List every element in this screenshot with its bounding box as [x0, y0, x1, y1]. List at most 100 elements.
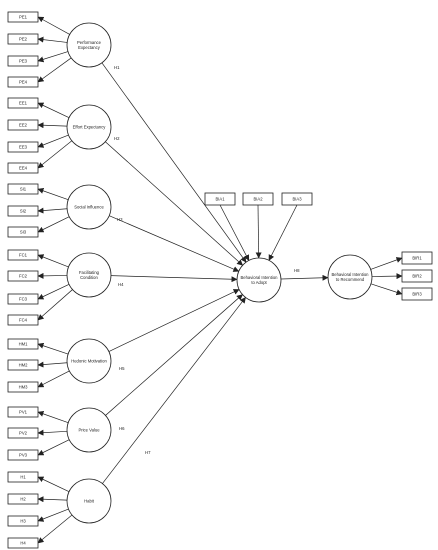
fc-construct-ellipse	[66, 252, 112, 298]
indicator-box-bia3	[281, 192, 313, 206]
bia-path-to-bir	[280, 274, 329, 281]
indicator-box-h3	[7, 515, 39, 527]
bir-construct-label-line: Behavioral Intention	[331, 272, 369, 277]
indicator-box-si3	[7, 226, 39, 238]
fc-construct-loading-arrow-fc1	[37, 254, 69, 268]
fc-construct-path-to-bia	[110, 275, 238, 283]
hypothesis-label-h8: H8	[294, 268, 300, 273]
indicator-label-pv1: PV1	[19, 410, 28, 415]
indicator-label-si3: SI3	[20, 230, 27, 235]
indicator-label-h3: H3	[20, 519, 26, 524]
hab-construct-loading-arrow-h4	[37, 514, 73, 544]
pv-construct-loading-arrow-pv1	[37, 411, 69, 424]
ee-construct-path-to-bia	[105, 141, 244, 266]
bir-construct-ellipse	[327, 254, 373, 300]
labels-layer: PE1PE2PE3PE4PerformanceExpectancyH1EE1EE…	[19, 15, 423, 546]
pe-construct-loading-arrow-pe4	[37, 57, 72, 83]
nodes-layer	[7, 11, 433, 549]
indicator-box-si2	[7, 205, 39, 217]
indicator-box-fc3	[7, 293, 39, 305]
pe-construct-label-line: Expectancy	[78, 45, 101, 50]
bia-construct-ellipse	[236, 257, 282, 303]
hypothesis-label-h6-pv: H6	[119, 426, 125, 431]
indicator-label-bia2: BIA2	[253, 197, 263, 202]
pe-construct-loading-arrow-pe1	[37, 16, 70, 35]
indicator-label-fc2: FC2	[19, 274, 28, 279]
hab-construct-label-line: Habit	[84, 499, 95, 504]
indicator-box-ee3	[7, 141, 39, 153]
pv-construct-path-to-bia	[105, 294, 243, 416]
indicator-label-pv2: PV2	[19, 431, 28, 436]
bir-indicator-arrow-bir2	[371, 273, 403, 280]
indicator-label-hm1: HM1	[19, 342, 29, 347]
edges-layer	[37, 16, 403, 544]
ee-construct-loading-arrow-ee1	[37, 102, 70, 118]
pv-construct-loading-arrow-pv3	[37, 439, 70, 456]
indicator-label-pe3: PE3	[19, 59, 28, 64]
ee-construct-label-line: Effort Expectancy	[73, 125, 107, 130]
indicator-label-ee1: EE1	[19, 101, 28, 106]
hab-construct-path-to-bia	[102, 297, 246, 484]
fc-construct-loading-arrow-fc4	[37, 289, 73, 321]
indicator-label-hm3: HM3	[19, 385, 29, 390]
hm-construct-ellipse	[66, 338, 112, 384]
indicator-box-si1	[7, 183, 39, 195]
indicator-box-bir3	[401, 287, 433, 301]
hypothesis-label-h7-hab: H7	[145, 450, 151, 455]
indicator-box-pe2	[7, 33, 39, 45]
indicator-label-h2: H2	[20, 497, 26, 502]
indicator-box-ee4	[7, 162, 39, 174]
indicator-label-bir2: BIR2	[412, 274, 422, 279]
pv-construct-loading-arrow-pv2	[37, 429, 68, 436]
pv-construct-ellipse	[66, 407, 112, 453]
fc-construct-loading-arrow-fc3	[37, 284, 70, 300]
fc-construct-label-line: Condition	[80, 275, 98, 280]
pe-construct-ellipse	[66, 22, 112, 68]
indicator-label-bia1: BIA1	[215, 197, 225, 202]
indicator-box-fc1	[7, 249, 39, 261]
indicator-label-si2: SI2	[20, 209, 27, 214]
indicator-box-bia2	[242, 192, 274, 206]
indicator-box-hm2	[7, 359, 39, 371]
indicator-box-hm1	[7, 338, 39, 350]
bir-indicator-arrow-bir3	[370, 283, 403, 296]
hm-construct-path-to-bia	[108, 289, 240, 352]
indicator-box-ee2	[7, 119, 39, 131]
fc-construct-label-line: Facilitating	[79, 270, 100, 275]
indicator-box-pv2	[7, 427, 39, 439]
bir-construct-label-line: to Recommend	[336, 277, 365, 282]
indicator-label-ee3: EE3	[19, 145, 28, 150]
bia-indicator-arrow-bia3	[268, 204, 298, 261]
indicator-label-fc4: FC4	[19, 318, 28, 323]
pv-construct-label-line: Price Value	[78, 428, 100, 433]
bia-construct-label-line: Behavioral Intention	[240, 275, 278, 280]
indicator-label-bia3: BIA3	[292, 197, 302, 202]
si-construct-label-line: Social Influence	[74, 205, 104, 210]
hypothesis-label-h1-pe: H1	[114, 65, 120, 70]
indicator-label-h4: H4	[20, 541, 26, 546]
indicator-box-fc2	[7, 270, 39, 282]
indicator-label-bir1: BIR1	[412, 256, 422, 261]
hab-construct-loading-arrow-h2	[37, 496, 68, 503]
si-construct-path-to-bia	[109, 215, 240, 272]
si-construct-loading-arrow-si3	[37, 216, 70, 233]
indicator-label-si1: SI1	[20, 187, 27, 192]
indicator-box-pv3	[7, 449, 39, 461]
hypothesis-label-h4-fc: H4	[118, 282, 124, 287]
fc-construct-loading-arrow-fc2	[37, 272, 68, 279]
hypothesis-label-h3-si: H3	[117, 217, 123, 222]
hm-construct-loading-arrow-hm3	[37, 370, 70, 388]
indicator-label-bir3: BIR3	[412, 292, 422, 297]
indicator-label-ee4: EE4	[19, 166, 28, 171]
hm-construct-label-line: Hedonic Motivation	[71, 359, 107, 364]
ee-construct-loading-arrow-ee2	[37, 122, 68, 129]
indicator-box-ee1	[7, 97, 39, 109]
indicator-label-pe4: PE4	[19, 80, 28, 85]
bir-indicator-arrow-bir1	[370, 257, 403, 270]
hab-construct-loading-arrow-h3	[37, 508, 69, 522]
hab-construct-loading-arrow-h1	[37, 476, 70, 492]
hm-construct-loading-arrow-hm2	[37, 361, 68, 368]
indicator-label-h1: H1	[20, 475, 26, 480]
hypothesis-label-h2-ee: H2	[114, 136, 120, 141]
